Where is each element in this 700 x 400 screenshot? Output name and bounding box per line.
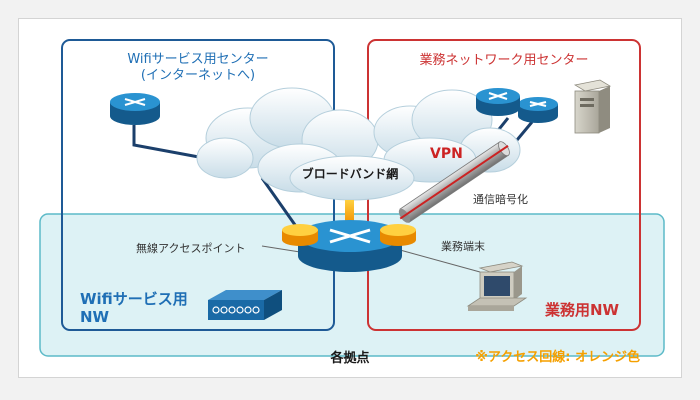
- access-line-note: ※アクセス回線: オレンジ色: [475, 349, 640, 365]
- access-line-left: [282, 224, 318, 246]
- wifi-nw-label: Wifiサービス用: [80, 290, 188, 308]
- wireless-ap-label: 無線アクセスポイント: [136, 241, 245, 255]
- cloud-icon: [196, 87, 521, 201]
- terminal-label: 業務端末: [441, 239, 485, 253]
- router-icon: [476, 88, 520, 116]
- access-line-right: [380, 224, 416, 246]
- cloud-label: ブロードバンド網: [302, 166, 399, 181]
- business-nw-label: 業務用NW: [544, 301, 620, 319]
- router-icon: [298, 220, 402, 272]
- router-icon: [110, 93, 160, 125]
- wireless-ap-icon: [208, 290, 282, 320]
- vpn-tunnel-icon: [398, 141, 510, 223]
- server-icon: [573, 79, 612, 134]
- wifi-center-subtitle: (インターネットへ): [141, 68, 255, 83]
- thin-links: [261, 245, 481, 273]
- wifi-center-title: Wifiサービス用センター: [127, 52, 268, 67]
- access-line-cloud: [345, 200, 354, 224]
- business-center-title: 業務ネットワーク用センター: [419, 52, 588, 68]
- site-label: 各拠点: [329, 350, 369, 366]
- router-icon: [518, 97, 558, 123]
- vpn-label: VPN: [430, 146, 463, 162]
- wifi-nw-label-line2: NW: [80, 308, 110, 326]
- tunnel-label: 通信暗号化: [473, 192, 528, 206]
- pc-terminal-icon: [466, 261, 528, 311]
